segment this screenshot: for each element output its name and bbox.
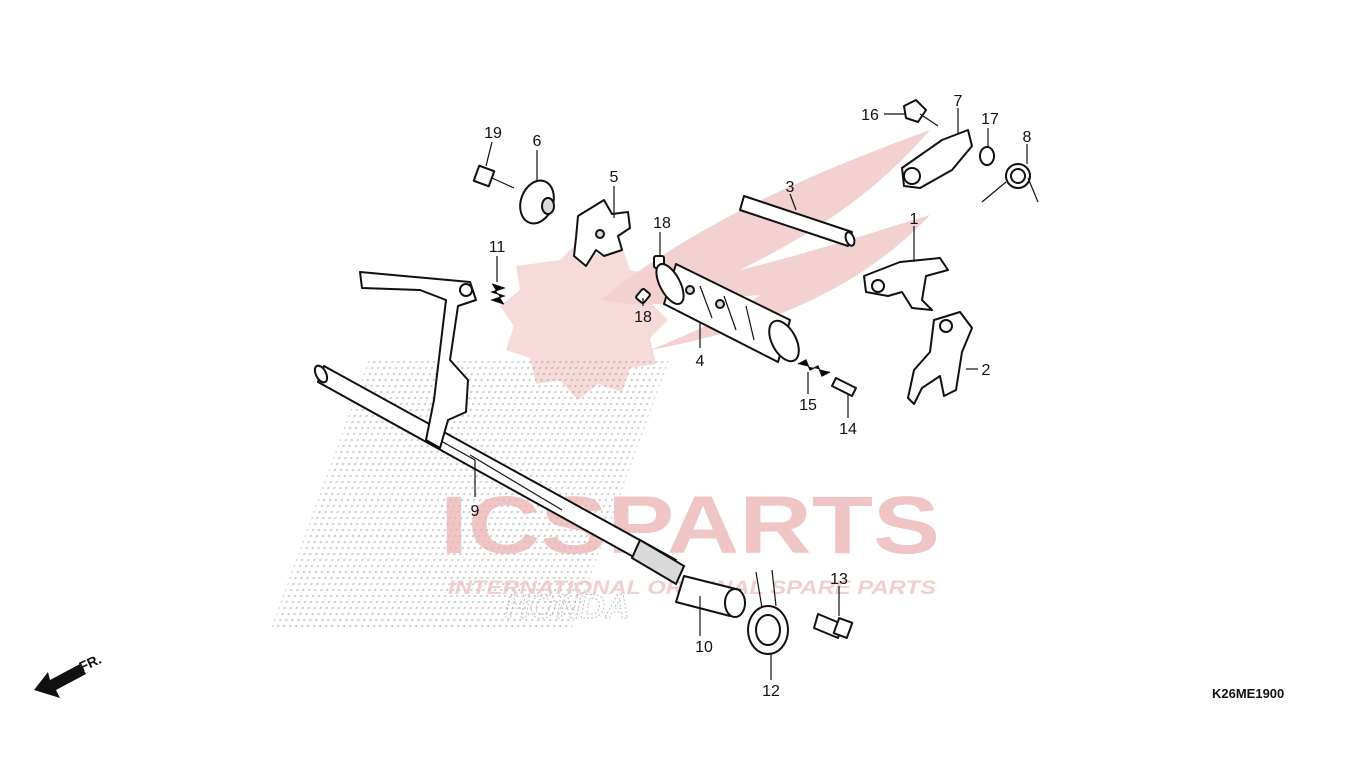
callout-5: 5 xyxy=(610,169,619,186)
part-6-plate xyxy=(519,179,555,225)
callout-12: 12 xyxy=(762,683,780,700)
part-13-bolt xyxy=(813,613,854,639)
callout-8: 8 xyxy=(1023,129,1032,146)
part-9-gearshift-spindle xyxy=(313,271,686,586)
part-8-spring xyxy=(981,163,1039,203)
callout-7: 7 xyxy=(954,93,963,110)
part-16-bolt xyxy=(903,99,939,127)
watermark-maker: HONDA xyxy=(505,588,630,626)
part-3-fork-shaft xyxy=(739,195,856,247)
part-2-shift-fork xyxy=(907,311,973,405)
part-1-shift-fork xyxy=(863,257,949,311)
callout-15: 15 xyxy=(799,397,817,414)
leader-lines xyxy=(474,108,1028,680)
catalog-code: K26ME1900 xyxy=(1212,686,1285,701)
front-arrow-icon xyxy=(34,664,86,698)
front-direction-indicator: FR. xyxy=(34,651,104,698)
callout-17: 17 xyxy=(981,111,999,128)
callout-13: 13 xyxy=(830,571,848,588)
callout-18b: 18 xyxy=(634,309,652,326)
part-19-bolt xyxy=(472,164,515,189)
part-7-stopper-arm xyxy=(901,129,973,189)
part-18-pins xyxy=(635,255,665,304)
callout-4: 4 xyxy=(696,353,705,370)
callout-18a: 18 xyxy=(653,215,671,232)
callout-3: 3 xyxy=(786,179,795,196)
callout-9: 9 xyxy=(471,503,480,520)
callout-1: 1 xyxy=(910,211,919,228)
front-direction-label: FR. xyxy=(77,651,104,675)
part-10-collar xyxy=(675,575,746,618)
part-12-return-spring xyxy=(747,569,789,655)
callout-14: 14 xyxy=(839,421,857,438)
callouts: 1 2 3 4 5 6 7 8 9 10 11 12 13 14 15 16 1… xyxy=(471,93,1032,700)
callout-11: 11 xyxy=(489,239,506,256)
callout-19: 19 xyxy=(484,125,502,142)
part-4-shift-drum xyxy=(655,263,800,363)
callout-2: 2 xyxy=(982,362,991,379)
part-5-stopper-plate xyxy=(573,199,631,267)
callout-16: 16 xyxy=(861,107,879,124)
callout-10: 10 xyxy=(695,639,713,656)
part-11-spring xyxy=(490,283,506,305)
part-14-pin xyxy=(831,377,857,397)
callout-6: 6 xyxy=(533,133,542,150)
part-17-washer xyxy=(979,146,995,166)
watermark-brand: ICSPARTS xyxy=(440,480,940,571)
watermark-dot-field xyxy=(270,360,669,630)
part-15-spring xyxy=(797,359,831,377)
